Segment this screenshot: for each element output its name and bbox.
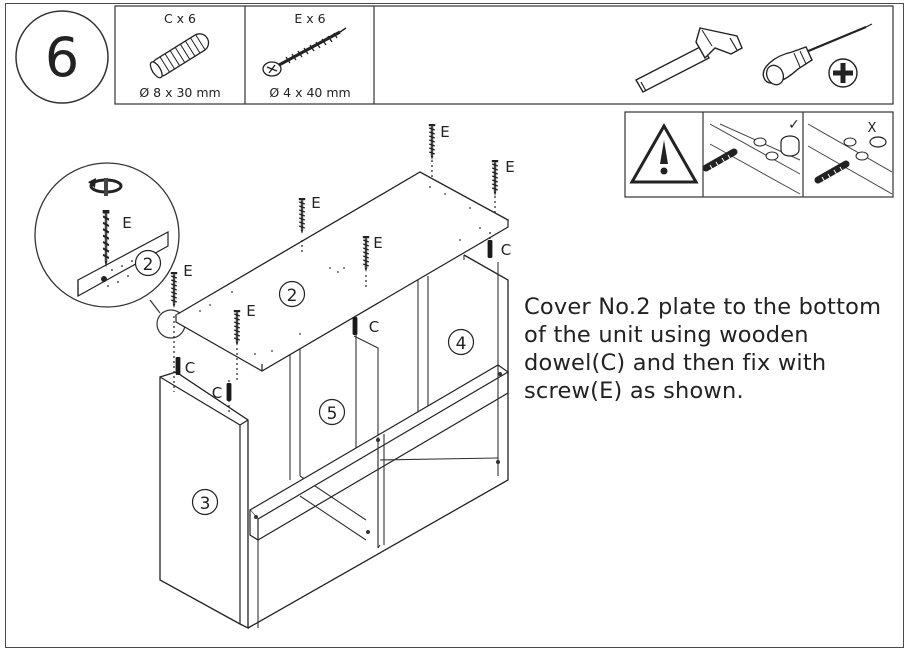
page-frame bbox=[5, 3, 904, 648]
dowel-label-2: C bbox=[369, 318, 379, 336]
phillips-head-icon bbox=[828, 58, 858, 88]
part-c-cell: C x 6 Ø 8 x 30 mm bbox=[139, 11, 220, 100]
panel-4-badge: 4 bbox=[447, 328, 475, 356]
screw-label-1: E bbox=[440, 123, 449, 141]
detail-panel-number-badge: 2 bbox=[134, 249, 162, 277]
instruction-text: Cover No.2 plate to the bottom of the un… bbox=[524, 294, 882, 404]
screwdriver-icon bbox=[762, 23, 873, 86]
wrong-dowel-insert: X bbox=[807, 121, 893, 195]
step-number-badge: 6 bbox=[15, 10, 109, 104]
panel-3-number: 3 bbox=[200, 494, 211, 514]
panel-3-badge: 3 bbox=[191, 488, 219, 516]
panel-2-number: 2 bbox=[287, 286, 298, 306]
part-e-size: Ø 4 x 40 mm bbox=[269, 85, 350, 100]
screw-label-6: E bbox=[246, 302, 255, 320]
screw-icon bbox=[262, 27, 347, 77]
dowel-label-4: C bbox=[212, 384, 222, 402]
panel-2-badge: 2 bbox=[278, 280, 306, 308]
screw-label-2: E bbox=[505, 158, 514, 176]
part-e-quantity: E x 6 bbox=[294, 11, 325, 26]
detail-screw-label: E bbox=[122, 214, 131, 232]
cabinet-illustration: 4 5 3 2 bbox=[159, 123, 515, 630]
part-c-size: Ø 8 x 30 mm bbox=[139, 85, 220, 100]
panel-4-number: 4 bbox=[456, 334, 467, 354]
screw-label-5: E bbox=[183, 262, 192, 280]
wooden-dowel-icon bbox=[149, 33, 210, 79]
correct-mark: ✓ bbox=[788, 117, 800, 133]
step-number: 6 bbox=[45, 26, 79, 89]
parts-header bbox=[114, 5, 894, 105]
dowel-label-1: C bbox=[501, 241, 511, 259]
correct-dowel-insert: ✓ bbox=[702, 117, 801, 195]
part-e-cell: E x 6 Ø 4 x 40 mm bbox=[262, 11, 351, 100]
panel-5-number: 5 bbox=[327, 404, 338, 424]
panel-5-badge: 5 bbox=[318, 398, 346, 426]
part-c-quantity: C x 6 bbox=[164, 11, 196, 26]
detail-panel-number: 2 bbox=[143, 255, 154, 275]
hammer-icon bbox=[635, 27, 743, 93]
dowel-label-3: C bbox=[185, 359, 195, 377]
detail-magnifier: E 2 bbox=[34, 162, 186, 339]
warning-triangle-icon bbox=[629, 122, 699, 184]
screw-label-3: E bbox=[311, 194, 320, 212]
wrong-mark: X bbox=[868, 121, 877, 136]
screw-label-4: E bbox=[373, 234, 382, 252]
warning-panel: ✓ X bbox=[624, 111, 894, 198]
